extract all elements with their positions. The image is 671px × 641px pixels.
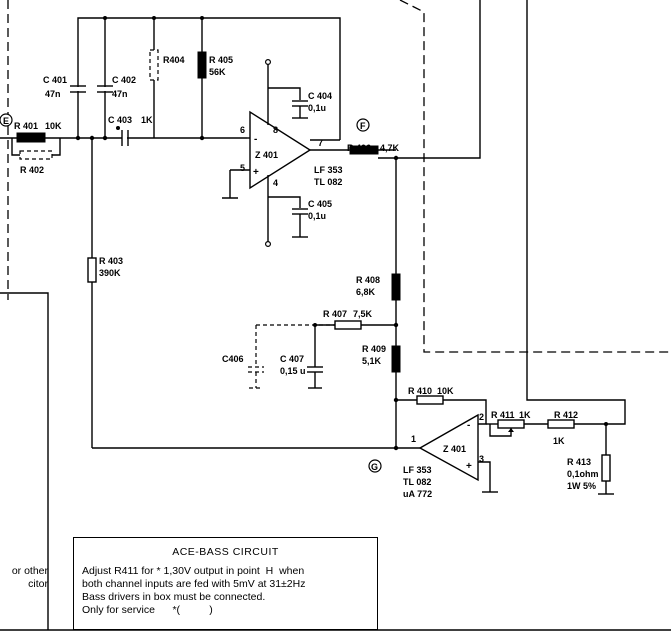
z401a-ref: Z 401: [255, 150, 278, 160]
resistor-r408: R 408 6,8K: [356, 273, 401, 301]
r412-value: 1K: [553, 436, 565, 446]
r408-value: 6,8K: [356, 287, 376, 297]
left-frame: [0, 292, 671, 631]
resistor-r407: R 407 7,5K: [256, 309, 399, 330]
junction-dots-top: [75, 16, 205, 141]
r410-ref: R 410: [408, 386, 432, 396]
r413-ref: R 413: [567, 457, 591, 467]
r409-ref: R 409: [362, 344, 386, 354]
board-outline-dashed: [7, 0, 671, 353]
r402-ref: R 402: [20, 165, 44, 175]
c404-value: 0,1u: [308, 103, 326, 113]
left-note-line1: or other: [11, 565, 48, 577]
r410-value: 10K: [437, 386, 454, 396]
r401-ref: R 401: [14, 121, 38, 131]
r406-value: 4,7K: [380, 143, 400, 153]
resistor-r405: R 405 56K: [197, 51, 233, 79]
opamps-z401a-sign_minus: -: [254, 134, 257, 145]
r413-value: 0,1ohm: [567, 469, 599, 479]
note-line-4: Only for service *( ): [82, 604, 213, 616]
z401a-pin5: 5: [240, 163, 245, 173]
opamp-z401b: 1 2 3 - + Z 401 LF 353 TL 082 uA 772 G R…: [92, 386, 531, 499]
r413-rating: 1W 5%: [567, 481, 596, 491]
z401b-type1: LF 353: [403, 465, 432, 475]
r404-ref: R404: [163, 55, 185, 65]
note-line-3: Bass drivers in box must be connected.: [82, 591, 266, 603]
z401a-pin4: 4: [273, 178, 278, 188]
r411-value: 1K: [519, 410, 531, 420]
c406-ref: C406: [222, 354, 244, 364]
z401a-pin8: 8: [273, 125, 278, 135]
r406-ref: R 406: [347, 143, 371, 153]
c401-ref: C 401: [43, 75, 67, 85]
c401-value: 47n: [45, 89, 61, 99]
c403-ref: C 403: [108, 115, 132, 125]
c402-ref: C 402: [112, 75, 136, 85]
resistor-r404: R404: [149, 49, 185, 81]
c402-value: 47n: [112, 89, 128, 99]
c407-ref: C 407: [280, 354, 304, 364]
r407-ref: R 407: [323, 309, 347, 319]
z401a-type1: LF 353: [314, 165, 343, 175]
opamps-z401a-sign_plus: +: [253, 167, 259, 178]
z401a-type2: TL 082: [314, 177, 342, 187]
note-line-2: both channel inputs are fed with 5mV at …: [82, 578, 306, 590]
z401b-type2: TL 082: [403, 477, 431, 487]
ace-bass-note-box: ACE-BASS CIRCUIT Adjust R411 for * 1,30V…: [73, 537, 378, 630]
z401b-pin3: 3: [479, 454, 484, 464]
resistor-r403: R 403 390K: [87, 138, 123, 448]
r403-ref: R 403: [99, 256, 123, 266]
z401b-pin2: 2: [479, 412, 484, 422]
r409-value: 5,1K: [362, 356, 382, 366]
point-g-label: G: [371, 462, 378, 472]
opamps-z401b-sign_minus: -: [467, 420, 470, 431]
c407-value: 0,15 u: [280, 366, 306, 376]
output-f-section: F R 406 4,7K: [347, 0, 481, 448]
capacitor-c401: C 401 47n: [43, 75, 86, 99]
capacitor-c404: C 404 0,1u: [268, 87, 332, 119]
capacitor-c405: C 405 0,1u: [268, 196, 332, 238]
note-title: ACE-BASS CIRCUIT: [172, 546, 279, 558]
capacitor-c402: C 402 47n: [97, 75, 136, 99]
z401b-pin1: 1: [411, 434, 416, 444]
r405-value: 56K: [209, 67, 226, 77]
z401b-type3: uA 772: [403, 489, 432, 499]
output-stage: R 412 1K R 413 0,1ohm 1W 5%: [524, 0, 626, 495]
r411-ref: R 411: [491, 410, 515, 420]
r412-ref: R 412: [554, 410, 578, 420]
c405-ref: C 405: [308, 199, 332, 209]
z401b-ref: Z 401: [443, 444, 466, 454]
opamp-z401a: - + 6 5 8 4 7 Z 401 LF 353 TL 082: [222, 58, 396, 248]
point-e-label: E: [3, 116, 9, 126]
left-margin-note: or other citor: [0, 565, 48, 591]
c403-value: 1K: [141, 115, 153, 125]
r408-ref: R 408: [356, 275, 380, 285]
r403-value: 390K: [99, 268, 121, 278]
r401-value: 10K: [45, 121, 62, 131]
opamps-z401b-sign_plus: +: [466, 461, 472, 472]
capacitor-c407: C 407 0,15 u: [280, 325, 323, 389]
note-line-1: Adjust R411 for * 1,30V output in point …: [82, 565, 305, 577]
resistor-r409: R 409 5,1K: [362, 344, 401, 373]
c404-ref: C 404: [308, 91, 332, 101]
r405-ref: R 405: [209, 55, 233, 65]
c405-value: 0,1u: [308, 211, 326, 221]
r407-value: 7,5K: [353, 309, 373, 319]
capacitor-c406: C406: [222, 325, 264, 389]
input-section: E R 401 10K R 402: [0, 113, 62, 175]
z401a-pin7: 7: [318, 138, 323, 148]
point-f-label: F: [360, 121, 366, 131]
left-note-line2: citor: [28, 578, 48, 590]
capacitor-c403: C 403 1K: [108, 115, 153, 146]
z401a-pin6: 6: [240, 125, 245, 135]
